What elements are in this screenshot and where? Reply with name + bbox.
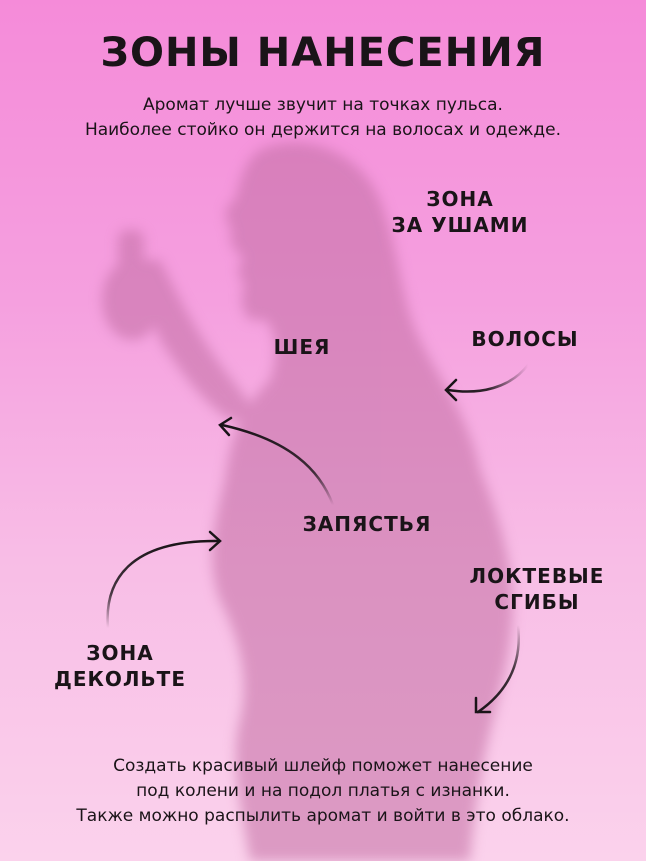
footer-line: Создать красивый шлейф поможет нанесение	[113, 756, 533, 776]
zone-label-line: ВОЛОСЫ	[471, 327, 579, 351]
arrow-elbow-icon	[474, 623, 520, 714]
arrow-hair-icon	[444, 363, 530, 402]
footer-line: под колени и на подол платья с изнанки.	[136, 781, 510, 801]
intro-text: Аромат лучше звучит на точках пульса. На…	[0, 93, 646, 143]
footer-text: Создать красивый шлейф поможет нанесение…	[0, 754, 646, 829]
zone-label-line: ДЕКОЛЬТЕ	[54, 667, 186, 691]
arrow-wrist-icon	[218, 416, 335, 507]
zone-label-line: СГИБЫ	[494, 590, 580, 614]
zone-label-elbows: ЛОКТЕВЫЕ СГИБЫ	[452, 563, 622, 615]
zone-label-line: ЗОНА	[86, 641, 154, 665]
zone-label-hair: ВОЛОСЫ	[455, 326, 595, 352]
intro-line: Наиболее стойко он держится на волосах и…	[84, 120, 562, 140]
zone-label-wrists: ЗАПЯСТЬЯ	[287, 511, 447, 537]
zone-label-line: ЛОКТЕВЫЕ	[469, 564, 605, 588]
zone-label-neck: ШЕЯ	[262, 334, 342, 360]
zone-label-decollete: ЗОНА ДЕКОЛЬТЕ	[40, 640, 200, 692]
zone-label-line: ЗОНА	[426, 187, 494, 211]
zone-label-behind-ears: ЗОНА ЗА УШАМИ	[370, 186, 550, 238]
page-title: ЗОНЫ НАНЕСЕНИЯ	[100, 30, 546, 76]
zone-label-line: ЗАПЯСТЬЯ	[302, 512, 432, 536]
zone-label-line: ШЕЯ	[273, 335, 331, 359]
intro-line: Аромат лучше звучит на точках пульса.	[143, 95, 503, 115]
arrow-decollete-icon	[106, 530, 222, 630]
zone-label-line: ЗА УШАМИ	[391, 213, 529, 237]
footer-line: Также можно распылить аромат и войти в э…	[76, 806, 570, 826]
